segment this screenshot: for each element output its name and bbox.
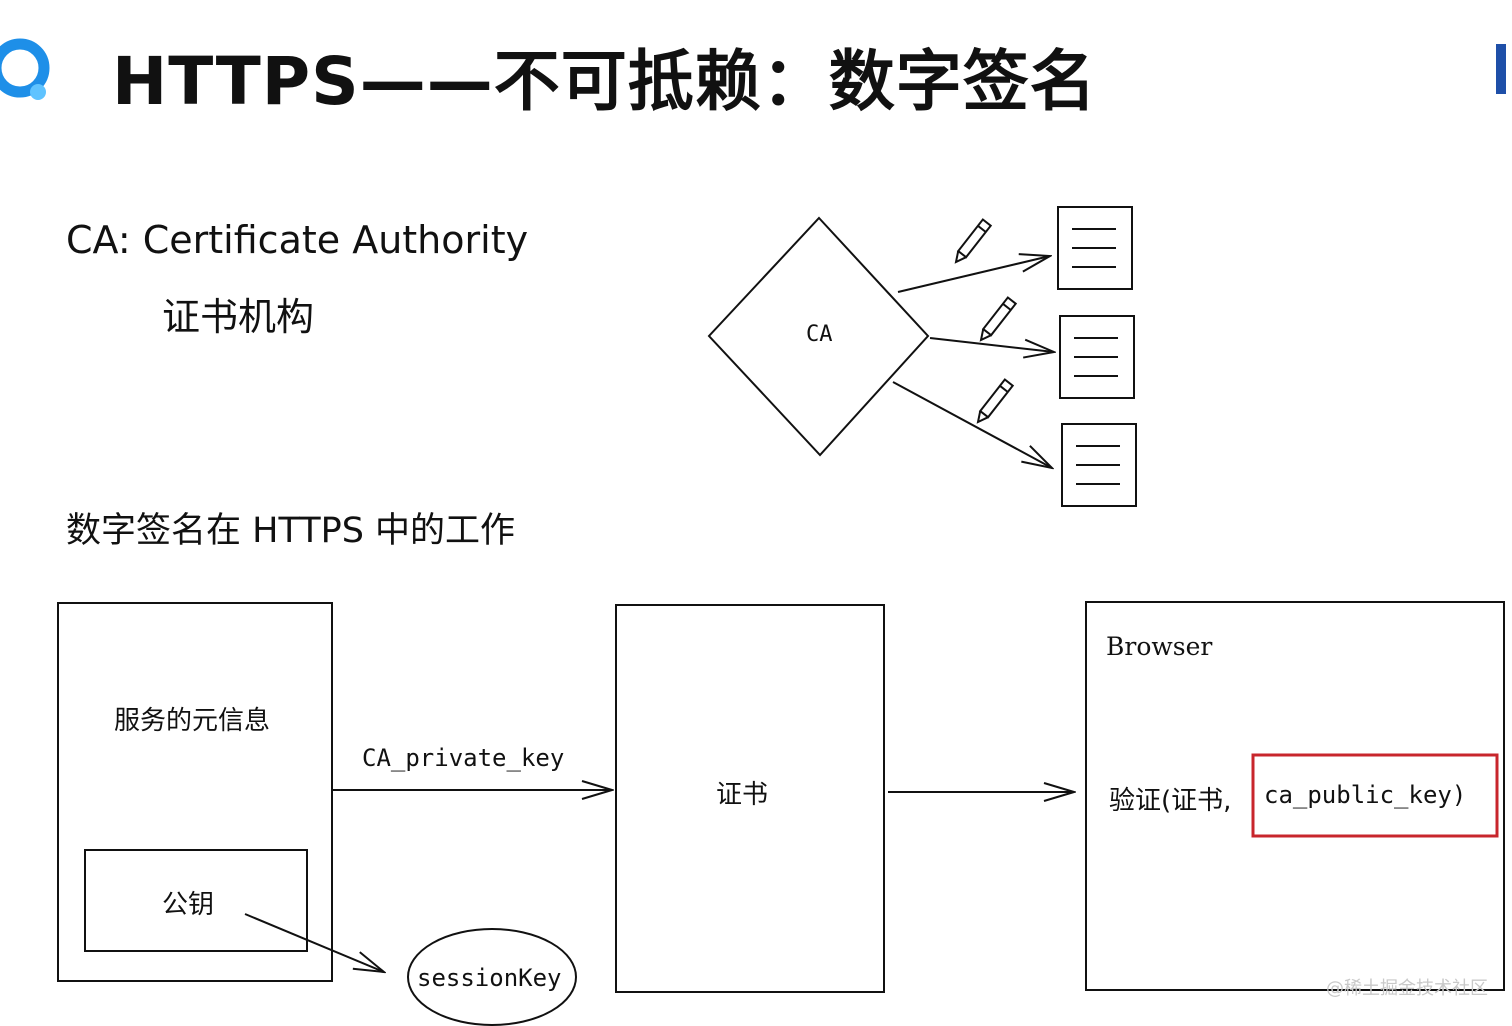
ca-node-label: CA <box>806 322 833 347</box>
public-key-to-session-arrow <box>244 913 384 972</box>
ca-private-key-label: CA_private_key <box>362 744 565 772</box>
brand-logo-icon <box>0 38 50 100</box>
certificate-label: 证书 <box>716 780 769 810</box>
public-key-label: 公钥 <box>162 890 215 920</box>
pencil-icon <box>976 378 1015 424</box>
server-info-box <box>57 602 333 982</box>
right-edge-marker <box>1496 44 1506 94</box>
pencil-icon <box>954 218 993 264</box>
browser-box <box>1085 601 1505 991</box>
ca-public-key-highlight <box>1251 753 1499 838</box>
ca-to-cert-1-arrow <box>897 256 1050 293</box>
ca-to-cert-2-arrow <box>929 337 1054 352</box>
ca-to-cert-3-arrow <box>892 381 1052 468</box>
certificate-doc-3 <box>1061 423 1137 507</box>
section-title: 数字签名在 HTTPS 中的工作 <box>66 511 516 551</box>
ca-chinese-name: 证书机构 <box>162 295 315 339</box>
ca-public-key-label: ca_public_key) <box>1264 781 1467 809</box>
certificate-doc-2 <box>1059 315 1135 399</box>
public-key-box <box>84 849 308 952</box>
ca-definition: CA: Certificate Authority <box>66 218 529 262</box>
watermark: @稀土掘金技术社区 <box>1326 978 1488 999</box>
session-key-ellipse <box>407 928 577 1026</box>
session-key-label: sessionKey <box>417 964 562 992</box>
ca-diamond <box>707 216 930 457</box>
verify-prefix-label: 验证(证书, <box>1109 786 1232 816</box>
server-info-label: 服务的元信息 <box>114 706 271 736</box>
page-title: HTTPS——不可抵赖：数字签名 <box>112 43 1097 120</box>
pencil-icon <box>979 296 1018 342</box>
browser-label: Browser <box>1106 632 1213 661</box>
certificate-box <box>615 604 885 993</box>
certificate-doc-1 <box>1057 206 1133 290</box>
